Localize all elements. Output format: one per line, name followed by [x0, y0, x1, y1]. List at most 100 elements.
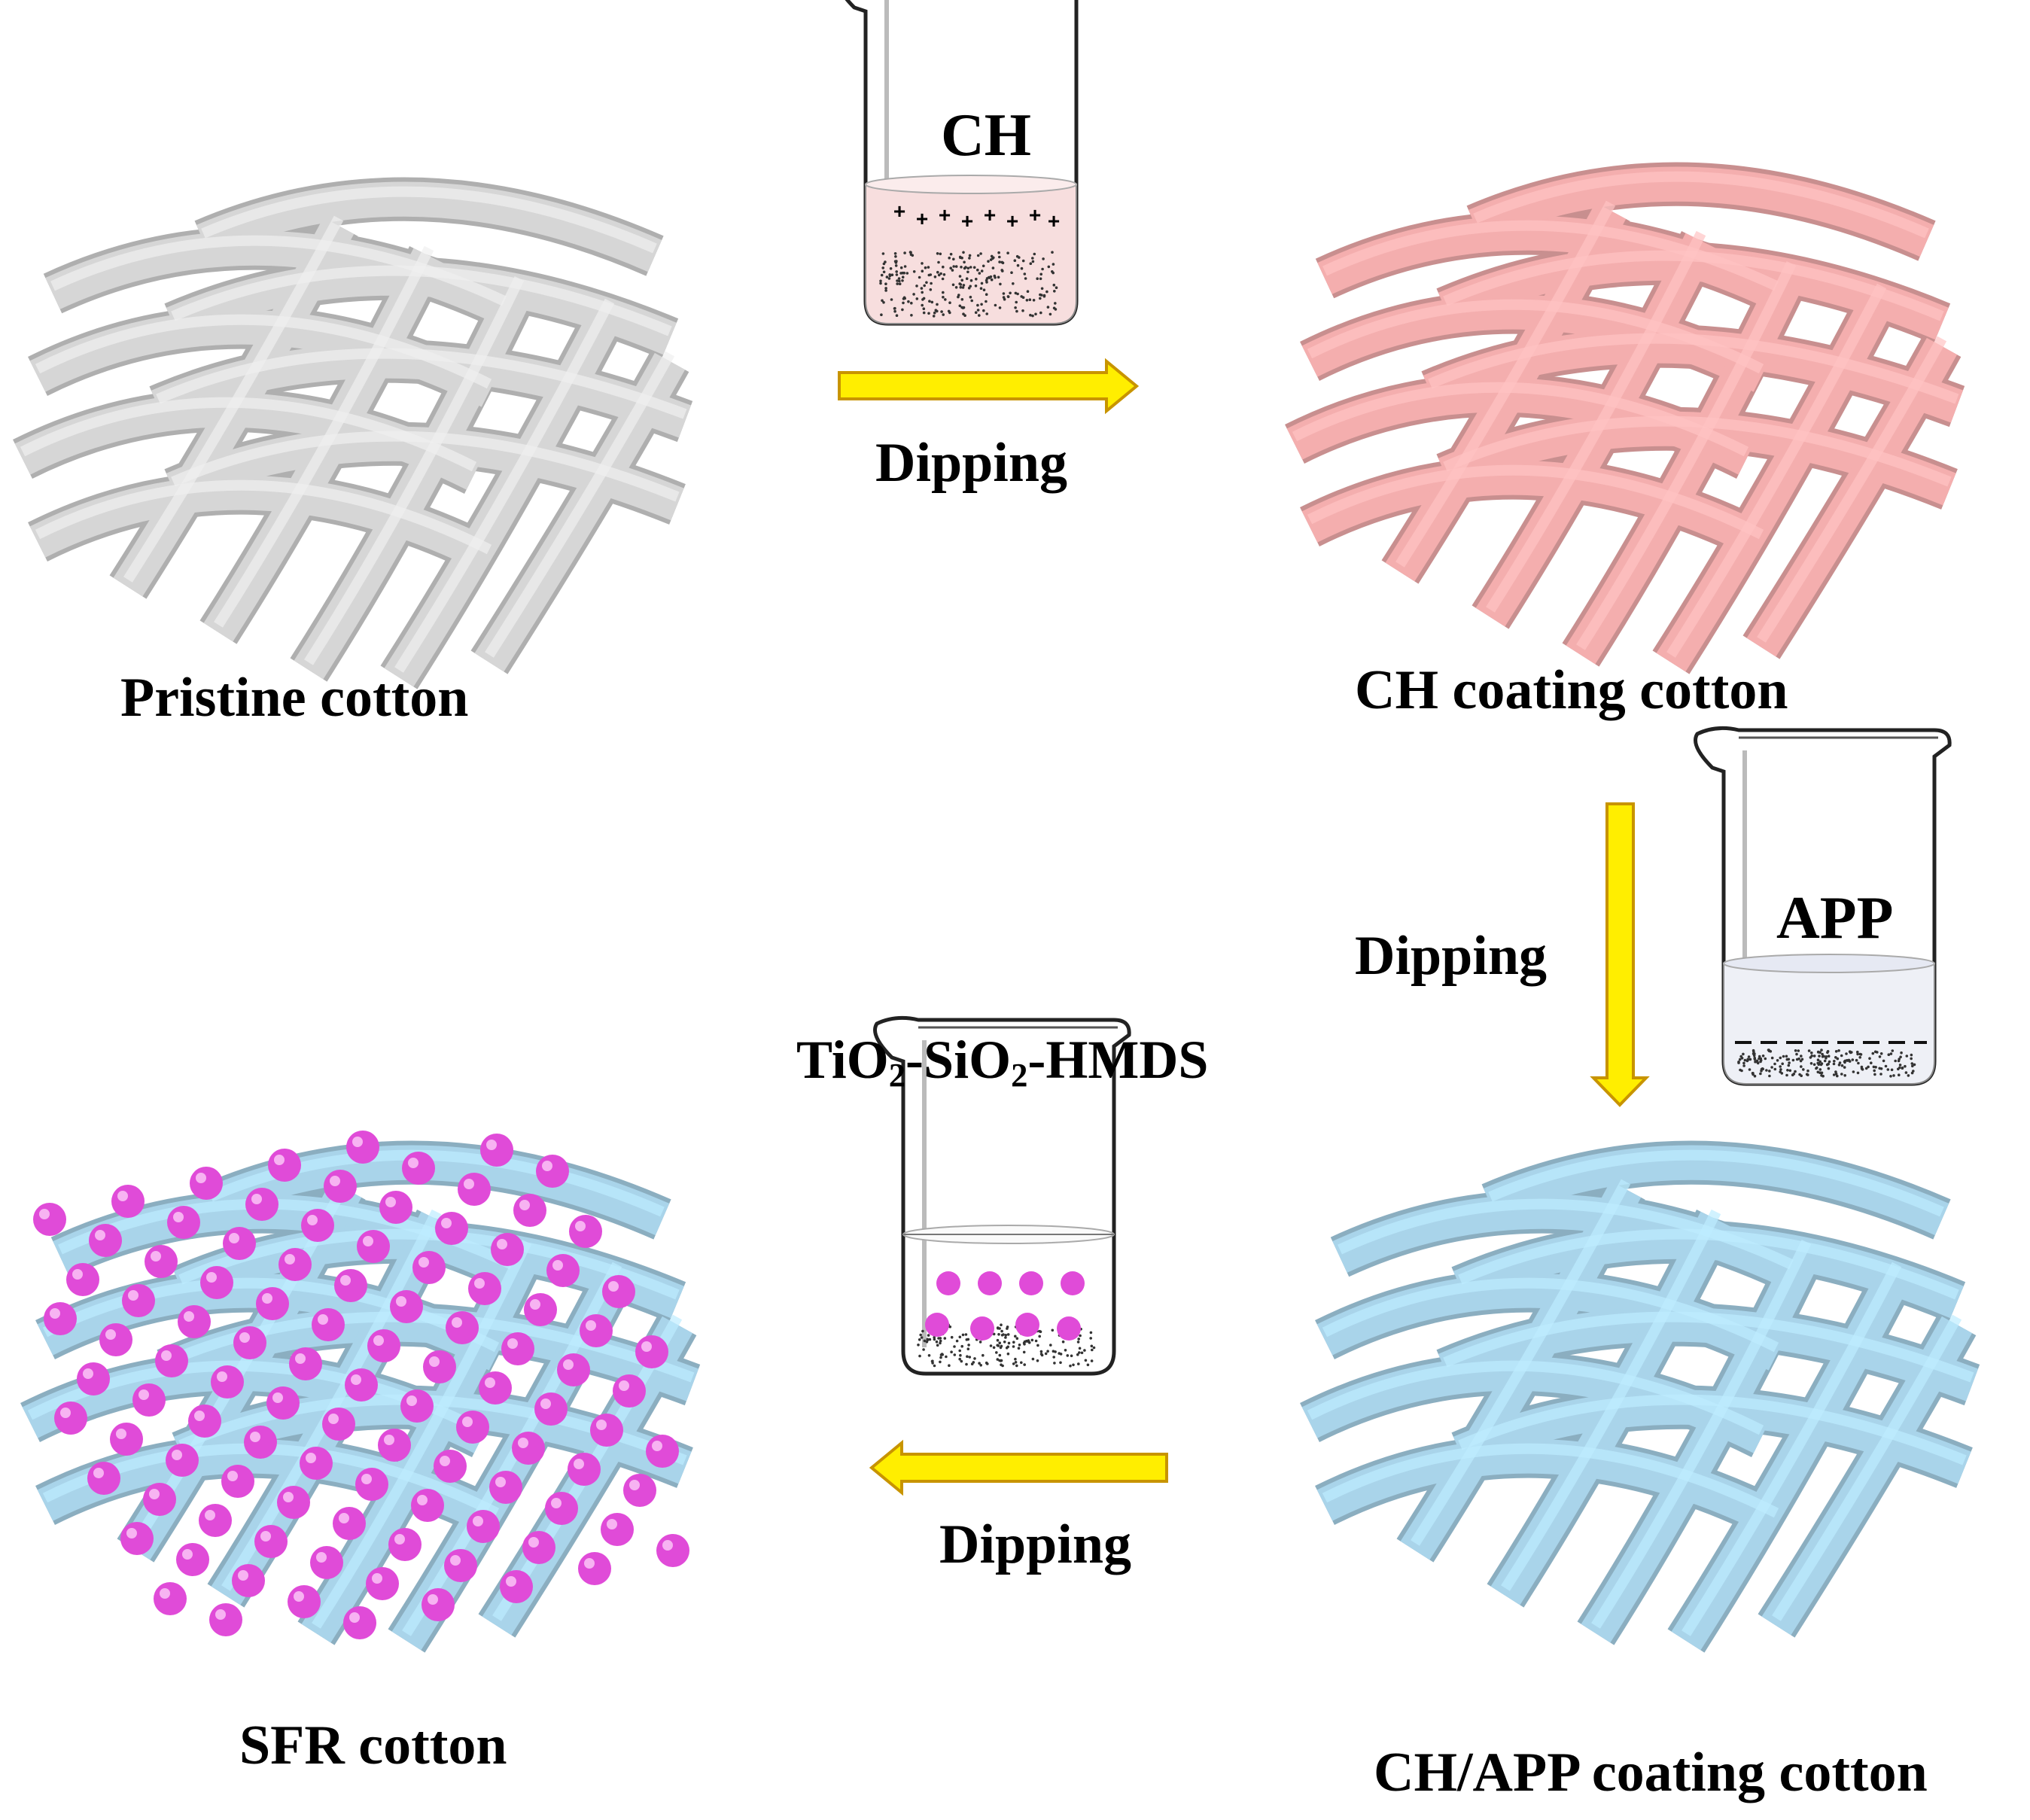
- nanoparticle-icon: [423, 1350, 456, 1383]
- nanoparticle-icon: [334, 1269, 367, 1302]
- nanoparticle-icon: [458, 1173, 491, 1206]
- nanoparticle-icon: [312, 1308, 345, 1341]
- nanoparticle-icon: [221, 1465, 254, 1498]
- positive-charge-marks: ++++++++: [893, 199, 1060, 233]
- nanoparticle-icon: [143, 1483, 176, 1516]
- nanoparticle-icon: [277, 1486, 310, 1519]
- nanoparticle-icon: [154, 1582, 187, 1615]
- nanoparticle-icon: [366, 1567, 399, 1600]
- nanoparticle-icon: [601, 1513, 634, 1546]
- nanoparticle-icon: [602, 1275, 635, 1308]
- nanoparticle-icon: [557, 1353, 590, 1386]
- nanoparticle-icon: [522, 1531, 555, 1564]
- nanoparticle-icon: [512, 1432, 545, 1465]
- nanoparticle-icon: [89, 1224, 122, 1257]
- ch-coating-cotton-fabric: [1285, 162, 1965, 674]
- svg-text:+: +: [893, 199, 905, 223]
- dipping-label-right: Dipping: [1355, 925, 1548, 987]
- nanoparticle-icon: [288, 1585, 321, 1618]
- nanoparticle-icon: [402, 1152, 435, 1185]
- nanoparticle-icon: [188, 1405, 221, 1438]
- nanoparticle-icon: [87, 1462, 120, 1495]
- nanoparticle-icon: [501, 1332, 534, 1365]
- nanoparticle-icon: [178, 1305, 211, 1338]
- nanoparticle-icon: [379, 1191, 412, 1224]
- svg-text:+: +: [916, 207, 928, 230]
- nanoparticle-icon: [568, 1453, 601, 1486]
- nanoparticle-icon: [355, 1468, 388, 1501]
- nanoparticle-icon: [199, 1504, 232, 1537]
- nanoparticle-icon: [467, 1510, 500, 1543]
- nanoparticle-icon: [343, 1606, 376, 1639]
- nanoparticle-icon: [434, 1450, 467, 1483]
- nanoparticle-icon: [322, 1408, 355, 1441]
- app-beaker-label: APP: [1776, 885, 1894, 951]
- nanoparticle-icon: [44, 1302, 77, 1335]
- nanoparticle-icon: [346, 1131, 379, 1164]
- chapp-coating-cotton-label: CH/APP coating cotton: [1374, 1742, 1928, 1803]
- nanoparticle-icon: [646, 1435, 679, 1468]
- sediment-particles: [917, 1323, 1096, 1368]
- nanoparticle-icon: [223, 1227, 256, 1260]
- nanoparticle-icon: [200, 1266, 233, 1299]
- nanoparticle-icon: [524, 1293, 557, 1326]
- nanoparticle-icon: [411, 1489, 444, 1522]
- nanoparticle-icon: [132, 1383, 166, 1417]
- nanoparticle-icon: [77, 1362, 110, 1395]
- nanoparticle-icon: [378, 1429, 411, 1462]
- nanoparticle-icon: [211, 1365, 244, 1398]
- nanoparticle-icon: [166, 1444, 199, 1477]
- nanoparticle-icon: [367, 1329, 400, 1362]
- chapp-coating-cotton-fabric: [1300, 1140, 1980, 1653]
- nanoparticle-icon: [232, 1564, 265, 1597]
- sfr-cotton-label: SFR cotton: [239, 1715, 507, 1776]
- pristine-cotton-label: Pristine cotton: [120, 667, 469, 729]
- nanoparticle-icon: [388, 1528, 422, 1561]
- svg-text:+: +: [1048, 209, 1060, 233]
- nanoparticle-icon: [268, 1149, 301, 1182]
- nanoparticle-icon: [33, 1203, 66, 1236]
- dipping-label-top: Dipping: [875, 432, 1068, 494]
- svg-text:+: +: [1029, 203, 1041, 227]
- tio2-sio2-hmds-beaker: [875, 1018, 1130, 1374]
- tio2-sio2-hmds-label: TiO2-SiO2-HMDS: [796, 1030, 1209, 1094]
- nanoparticle-icon: [456, 1411, 489, 1444]
- svg-text:+: +: [961, 209, 973, 233]
- nanoparticle-icon: [333, 1507, 366, 1540]
- nanoparticle-icon: [435, 1212, 468, 1245]
- nanoparticle-icon: [546, 1254, 580, 1287]
- nanoparticle-icon: [324, 1170, 357, 1203]
- ch-coating-cotton-label: CH coating cotton: [1355, 659, 1788, 721]
- nanoparticle-icon: [446, 1311, 479, 1344]
- nanoparticle-icon: [145, 1245, 178, 1278]
- nanoparticle-icon: [357, 1230, 390, 1263]
- svg-text:+: +: [939, 203, 951, 227]
- arrow-down-icon: [1590, 802, 1650, 1107]
- nanoparticle-icon: [190, 1167, 223, 1200]
- nanoparticle-icon: [209, 1603, 242, 1636]
- nanoparticle-icon: [480, 1134, 513, 1167]
- nanoparticle-icon: [167, 1206, 200, 1239]
- nanoparticle-icon: [254, 1525, 288, 1558]
- nanoparticle-icon: [534, 1392, 568, 1426]
- sediment-particles: [1737, 1048, 1916, 1078]
- nanoparticle-icon: [479, 1371, 512, 1405]
- nanoparticle-icon: [422, 1588, 455, 1621]
- nanoparticle-icon: [468, 1272, 501, 1305]
- nanoparticle-icon: [245, 1188, 278, 1221]
- nanoparticle-icon: [444, 1549, 477, 1582]
- nanoparticle-icon: [635, 1335, 668, 1368]
- svg-text:+: +: [1006, 209, 1018, 233]
- nanoparticle-icon: [266, 1386, 300, 1420]
- nanoparticle-icon: [578, 1552, 611, 1585]
- nanoparticle-icon: [545, 1492, 578, 1525]
- nanoparticle-icon: [278, 1248, 312, 1281]
- nanoparticle-icon: [489, 1471, 522, 1504]
- nanoparticle-icon: [120, 1522, 154, 1555]
- nanoparticle-icon: [244, 1426, 277, 1459]
- nanoparticle-icon: [155, 1344, 188, 1377]
- nanoparticle-icon: [310, 1546, 343, 1579]
- nanoparticle-icon: [500, 1570, 533, 1603]
- nanoparticle-icon: [656, 1534, 689, 1567]
